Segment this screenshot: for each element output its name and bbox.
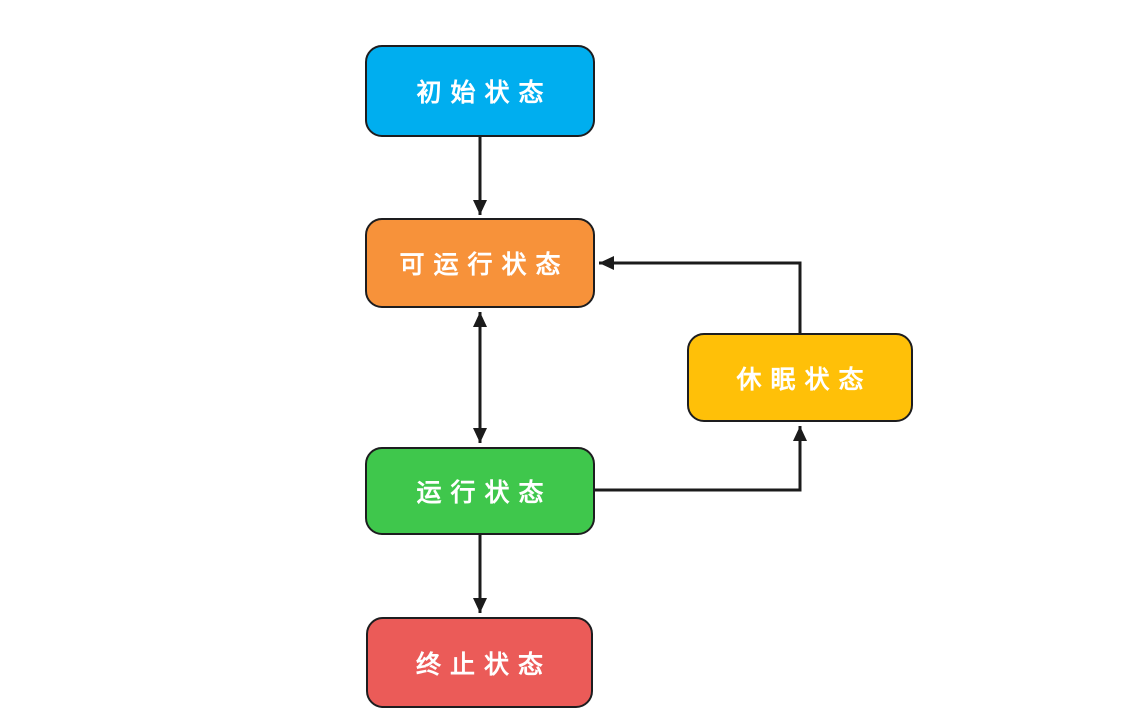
node-initial-state: 初始状态 bbox=[365, 45, 595, 137]
node-terminated-state: 终止状态 bbox=[366, 617, 593, 708]
node-initial-state-label: 初始状态 bbox=[416, 79, 553, 107]
node-running-state-label: 运行状态 bbox=[416, 479, 553, 507]
node-terminated-state-label: 终止状态 bbox=[415, 650, 552, 679]
node-running-state: 运行状态 bbox=[365, 447, 595, 535]
node-sleep-state-label: 休眠状态 bbox=[736, 365, 873, 394]
node-runnable-state: 可运行状态 bbox=[365, 218, 595, 308]
edge-sleep-to-runnable bbox=[599, 256, 802, 333]
node-sleep-state: 休眠状态 bbox=[687, 333, 913, 422]
edge-running-to-sleep bbox=[595, 426, 807, 492]
node-runnable-state-label: 可运行状态 bbox=[399, 251, 570, 279]
